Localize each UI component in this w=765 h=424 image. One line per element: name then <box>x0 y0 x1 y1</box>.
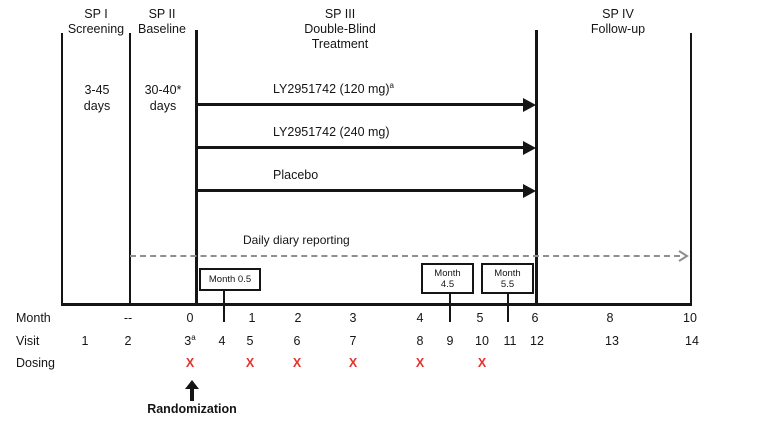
month-value: 6 <box>531 311 539 325</box>
arm-text: LY2951742 (120 mg) <box>273 82 390 96</box>
visit-value: 12 <box>530 334 544 348</box>
vline-sp2-start <box>129 33 131 306</box>
month-value: -- <box>123 311 133 325</box>
month-value: 0 <box>186 311 194 325</box>
month-row-label: Month <box>16 311 51 325</box>
visit-value: 8 <box>416 334 424 348</box>
callout-text: Month 0.5 <box>208 274 252 285</box>
month-value: 10 <box>683 311 697 325</box>
arm-line-placebo <box>196 189 526 192</box>
visit-value: 10 <box>475 334 489 348</box>
timeline-axis-line <box>61 303 692 306</box>
period-title: SP III <box>324 7 356 21</box>
visit-value: 9 <box>446 334 454 348</box>
month-value: 5 <box>476 311 484 325</box>
dosing-x-mark: X <box>477 356 487 370</box>
callout-text: Month <box>434 267 461 279</box>
arrowhead-icon <box>523 183 536 198</box>
callout-connector-month55 <box>507 294 509 322</box>
visit-value: 2 <box>124 334 132 348</box>
arm-label-120mg: LY2951742 (120 mg)a <box>273 80 394 96</box>
dosing-x-mark: X <box>292 356 302 370</box>
arm-text: Placebo <box>273 168 319 182</box>
visit-value: 1 <box>81 334 89 348</box>
dosing-x-mark: X <box>348 356 358 370</box>
callout-connector-month45 <box>449 294 451 322</box>
arrowhead-icon <box>523 97 536 112</box>
duration-value: 3-45 <box>84 83 110 97</box>
duration-value: 30-40* <box>144 83 182 97</box>
dosing-x-mark: X <box>185 356 195 370</box>
arrowhead-icon <box>523 140 536 155</box>
diary-dashed-line <box>130 255 680 257</box>
arm-label-240mg: LY2951742 (240 mg) <box>273 125 390 139</box>
dosing-row-label: Dosing <box>16 356 55 370</box>
visit-value: 4 <box>218 334 226 348</box>
duration-unit: days <box>149 99 177 113</box>
callout-text: 5.5 <box>500 278 515 290</box>
vline-sp3-end <box>535 30 538 306</box>
period-title: SP I <box>84 7 108 21</box>
arm-line-120mg <box>196 103 526 106</box>
visit-value: 14 <box>685 334 699 348</box>
period-subtitle: Screening <box>67 22 125 36</box>
vline-sp1-start <box>61 33 63 306</box>
month-value: 4 <box>416 311 424 325</box>
diary-reporting-label: Daily diary reporting <box>243 233 350 247</box>
visit-row-label: Visit <box>16 334 40 348</box>
arm-text: LY2951742 (240 mg) <box>273 125 390 139</box>
callout-connector-month05 <box>223 290 225 322</box>
month-value: 2 <box>294 311 302 325</box>
period-subtitle: Treatment <box>311 37 369 51</box>
visit-value: 13 <box>605 334 619 348</box>
duration-unit: days <box>83 99 111 113</box>
period-header-sp1: SP I Screening <box>55 7 137 37</box>
visit-value: 5 <box>246 334 254 348</box>
randomization-arrow-icon <box>185 380 199 389</box>
arm-line-240mg <box>196 146 526 149</box>
visit-value: 11 <box>503 334 517 348</box>
period-title: SP IV <box>602 7 634 21</box>
period-header-sp2: SP II Baseline <box>122 7 202 37</box>
month-value: 8 <box>606 311 614 325</box>
randomization-arrow-shaft <box>190 388 194 401</box>
arm-superscript: a <box>389 80 394 90</box>
period-header-sp3: SP III Double-Blind Treatment <box>260 7 420 52</box>
dosing-x-mark: X <box>245 356 255 370</box>
callout-month-0-5: Month 0.5 <box>199 268 261 291</box>
dosing-x-mark: X <box>415 356 425 370</box>
diary-arrowhead-icon <box>678 250 689 262</box>
arm-label-placebo: Placebo <box>273 168 318 182</box>
duration-sp1: 3-45 days <box>57 82 137 114</box>
visit-value: 6 <box>293 334 301 348</box>
period-subtitle: Double-Blind <box>304 22 376 36</box>
vline-sp4-end <box>690 33 692 306</box>
period-header-sp4: SP IV Follow-up <box>558 7 678 37</box>
visit-value: 7 <box>349 334 357 348</box>
period-title: SP II <box>148 7 176 21</box>
period-subtitle: Follow-up <box>590 22 646 36</box>
callout-month-5-5: Month 5.5 <box>481 263 534 294</box>
visit-value: 3a <box>184 332 196 348</box>
callout-month-4-5: Month 4.5 <box>421 263 474 294</box>
period-subtitle: Baseline <box>138 22 186 36</box>
duration-sp2: 30-40* days <box>123 82 203 114</box>
callout-text: 4.5 <box>440 278 455 290</box>
month-value: 1 <box>248 311 256 325</box>
randomization-label: Randomization <box>147 402 237 416</box>
vline-sp3-start <box>195 30 198 306</box>
month-value: 3 <box>349 311 357 325</box>
callout-text: Month <box>494 267 521 279</box>
